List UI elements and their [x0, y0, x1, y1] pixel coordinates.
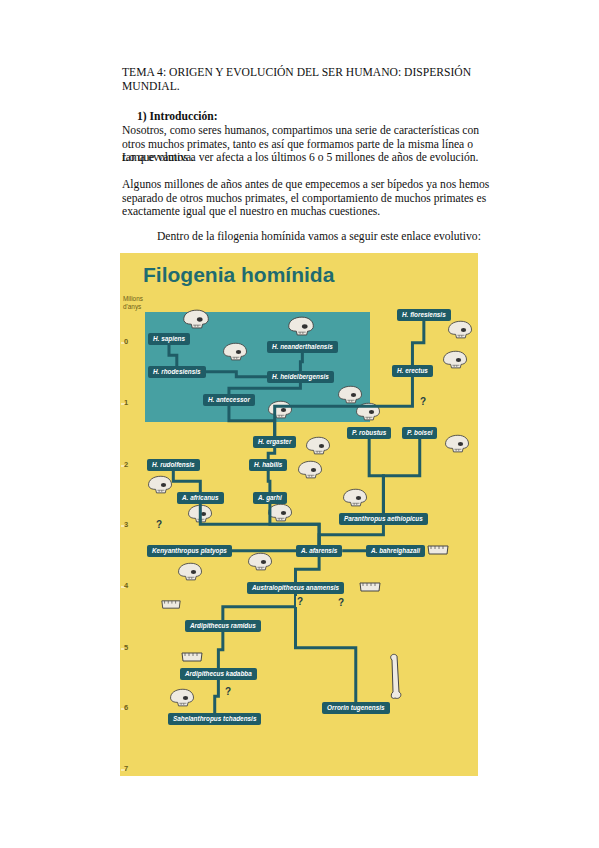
species-name: H. sapiens: [153, 335, 185, 342]
species-name: Sahelanthropus tchadensis: [173, 715, 256, 722]
species-box: A. garhi: [253, 492, 287, 504]
lineage-line: [232, 549, 296, 552]
lineage-line: [268, 471, 270, 493]
section-heading: 1) Introducción:: [137, 110, 337, 124]
species-box: H. rudolfensis: [147, 459, 200, 471]
body-text: Dentro de la filogenia homínida vamos a …: [157, 230, 497, 244]
axis-tick-number: 4: [124, 581, 128, 590]
species-name: A. bahrelghazali: [371, 547, 420, 554]
species-box: H. ergaster: [253, 436, 296, 448]
species-box: Kenyanthropus platyops: [147, 545, 232, 557]
species-name: H. neanderthalensis: [272, 343, 333, 350]
species-name: Paranthropus aethiopicus: [344, 515, 423, 522]
body-text: Lo que vamos a ver afecta a los últimos …: [122, 151, 494, 165]
species-name: H. erectus: [397, 367, 428, 374]
body-text: Algunos millones de años antes de que em…: [122, 178, 494, 219]
lineage-line: [270, 504, 319, 546]
uncertainty-mark: ?: [419, 396, 427, 407]
uncertainty-mark: ?: [337, 597, 345, 608]
species-box: H. habilis: [249, 459, 287, 471]
axis-tick-number: 6: [124, 703, 128, 712]
species-box: A. bahrelghazali: [366, 545, 425, 557]
species-box: Orrorin tugenensis: [322, 702, 390, 714]
species-name: A. garhi: [258, 494, 282, 501]
axis-tick-number: 7: [124, 764, 128, 773]
species-box: H. rhodesiensis: [148, 366, 206, 378]
species-name: H. heidelbergensis: [272, 373, 329, 380]
lineage-line: [296, 594, 356, 703]
species-name: H. rhodesiensis: [153, 368, 201, 375]
lineage-line: [342, 549, 366, 552]
species-box: H. erectus: [392, 365, 433, 377]
diagram-title: Filogenia homínida: [143, 263, 334, 287]
species-name: A. afarensis: [301, 547, 337, 554]
uncertainty-mark: ?: [296, 596, 304, 607]
species-box: P. boisei: [402, 427, 437, 439]
species-box: Paranthropus aethiopicus: [339, 513, 428, 525]
lineage-line: [229, 383, 300, 395]
axis-tick-number: 2: [124, 460, 128, 469]
uncertainty-mark: ?: [155, 519, 163, 530]
species-box: A. afarensis: [296, 545, 342, 557]
lineage-line: [169, 345, 177, 367]
lineage-line: [206, 372, 267, 377]
lineage-line: [218, 632, 222, 669]
axis-tick-number: 1: [124, 398, 128, 407]
lineage-line: [215, 680, 219, 714]
lineage-line: [275, 377, 413, 437]
species-name: Ardipithecus ramidus: [190, 622, 256, 629]
lineage-line: [200, 504, 319, 546]
lineage-line: [412, 321, 423, 366]
species-box: A. africanus: [177, 492, 224, 504]
lineage-line: [319, 525, 383, 546]
species-box: H. floresiensis: [397, 309, 451, 321]
axis-tick-number: 5: [124, 643, 128, 652]
species-name: A. africanus: [182, 494, 219, 501]
species-box: Australopithecus anamensis: [247, 582, 344, 594]
species-box: H. heidelbergensis: [267, 371, 334, 383]
species-name: P. robustus: [352, 429, 386, 436]
species-name: H. antecessor: [208, 396, 250, 403]
species-name: Ardipithecus kadabba: [185, 670, 252, 677]
species-box: Sahelanthropus tchadensis: [168, 713, 261, 725]
species-box: H. neanderthalensis: [267, 341, 338, 353]
species-name: Australopithecus anamensis: [252, 584, 339, 591]
species-box: Ardipithecus kadabba: [180, 668, 257, 680]
species-name: H. rudolfensis: [152, 461, 195, 468]
axis-tick-number: 0: [124, 337, 128, 346]
lineage-line: [173, 471, 200, 493]
species-box: Ardipithecus ramidus: [185, 620, 261, 632]
species-name: H. ergaster: [258, 438, 291, 445]
species-box: H. sapiens: [148, 333, 190, 345]
axis-title: Milions d'anys: [123, 295, 149, 310]
species-name: P. boisei: [407, 429, 432, 436]
lineage-line: [300, 353, 302, 372]
species-name: H. habilis: [254, 461, 282, 468]
lineage-line: [383, 439, 419, 514]
lineage-line: [223, 594, 296, 621]
lineage-line: [296, 557, 320, 583]
species-name: H. floresiensis: [402, 311, 446, 318]
lineage-line: [369, 439, 383, 514]
species-box: P. robustus: [347, 427, 391, 439]
lineage-line: [229, 406, 275, 437]
uncertainty-mark: ?: [224, 686, 232, 697]
lineage-line: [268, 448, 274, 460]
species-box: H. antecessor: [203, 394, 255, 406]
species-name: Orrorin tugenensis: [327, 704, 385, 711]
page-heading: TEMA 4: ORIGEN Y EVOLUCIÓN DEL SER HUMAN…: [122, 66, 494, 93]
axis-tick-number: 3: [124, 520, 128, 529]
species-name: Kenyanthropus platyops: [152, 547, 227, 554]
